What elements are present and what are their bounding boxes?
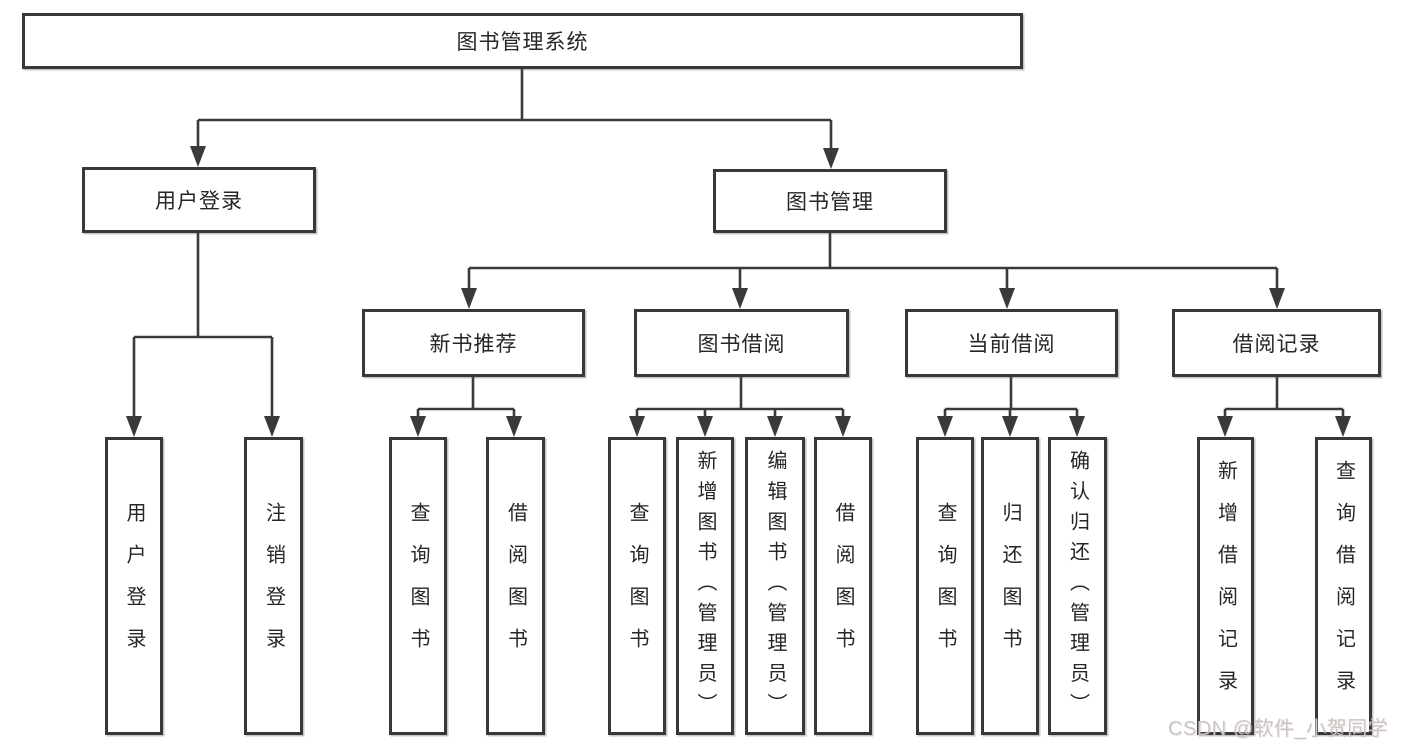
leaf-add-books-admin: 新增图书（管理员） (676, 437, 734, 735)
leaf-query-borrow-record-label: 查询借阅记录 (1332, 460, 1355, 712)
leaf-query-books-1: 查询图书 (389, 437, 447, 735)
leaf-query-books-1-label: 查询图书 (407, 502, 429, 670)
leaf-query-books-2-label: 查询图书 (626, 502, 648, 670)
leaf-borrow-books-2-label: 借阅图书 (832, 502, 854, 670)
node-book-borrow-label: 图书借阅 (697, 333, 786, 356)
leaf-add-books-admin-label: 新增图书（管理员） (694, 449, 716, 723)
leaf-borrow-books-1: 借阅图书 (486, 437, 545, 735)
leaf-edit-books-admin: 编辑图书（管理员） (745, 437, 805, 735)
leaf-return-books: 归还图书 (981, 437, 1039, 735)
node-current-borrow-label: 当前借阅 (967, 333, 1056, 356)
leaf-add-borrow-record: 新增借阅记录 (1197, 437, 1254, 735)
watermark: CSDN @软件_小贺同学 (1168, 718, 1389, 740)
leaf-add-borrow-record-label: 新增借阅记录 (1214, 460, 1237, 712)
leaf-borrow-books-1-label: 借阅图书 (504, 502, 527, 670)
leaf-borrow-books-2: 借阅图书 (814, 437, 872, 735)
node-borrow-records: 借阅记录 (1172, 309, 1381, 377)
leaf-edit-books-admin-label: 编辑图书（管理员） (764, 449, 786, 723)
leaf-confirm-return-admin: 确认归还（管理员） (1048, 437, 1107, 735)
node-new-book-recommend: 新书推荐 (362, 309, 585, 377)
leaf-logout: 注销登录 (244, 437, 303, 735)
leaf-confirm-return-admin-label: 确认归还（管理员） (1066, 449, 1089, 723)
leaf-user-login-label: 用户登录 (123, 502, 145, 670)
leaf-return-books-label: 归还图书 (999, 502, 1021, 670)
node-user-login-label: 用户登录 (155, 190, 243, 213)
leaf-logout-label: 注销登录 (262, 502, 285, 670)
node-book-borrow: 图书借阅 (634, 309, 849, 377)
node-user-login: 用户登录 (82, 167, 316, 233)
leaf-query-books-3-label: 查询图书 (934, 502, 956, 670)
leaf-query-books-2: 查询图书 (608, 437, 666, 735)
node-root-label: 图书管理系统 (456, 31, 589, 54)
node-book-management: 图书管理 (713, 169, 947, 233)
node-book-management-label: 图书管理 (786, 191, 874, 214)
node-root: 图书管理系统 (22, 13, 1023, 69)
node-current-borrow: 当前借阅 (905, 309, 1118, 377)
leaf-user-login: 用户登录 (105, 437, 163, 735)
node-new-book-recommend-label: 新书推荐 (429, 333, 518, 356)
leaf-query-books-3: 查询图书 (916, 437, 974, 735)
leaf-query-borrow-record: 查询借阅记录 (1315, 437, 1372, 735)
node-borrow-records-label: 借阅记录 (1232, 333, 1321, 356)
